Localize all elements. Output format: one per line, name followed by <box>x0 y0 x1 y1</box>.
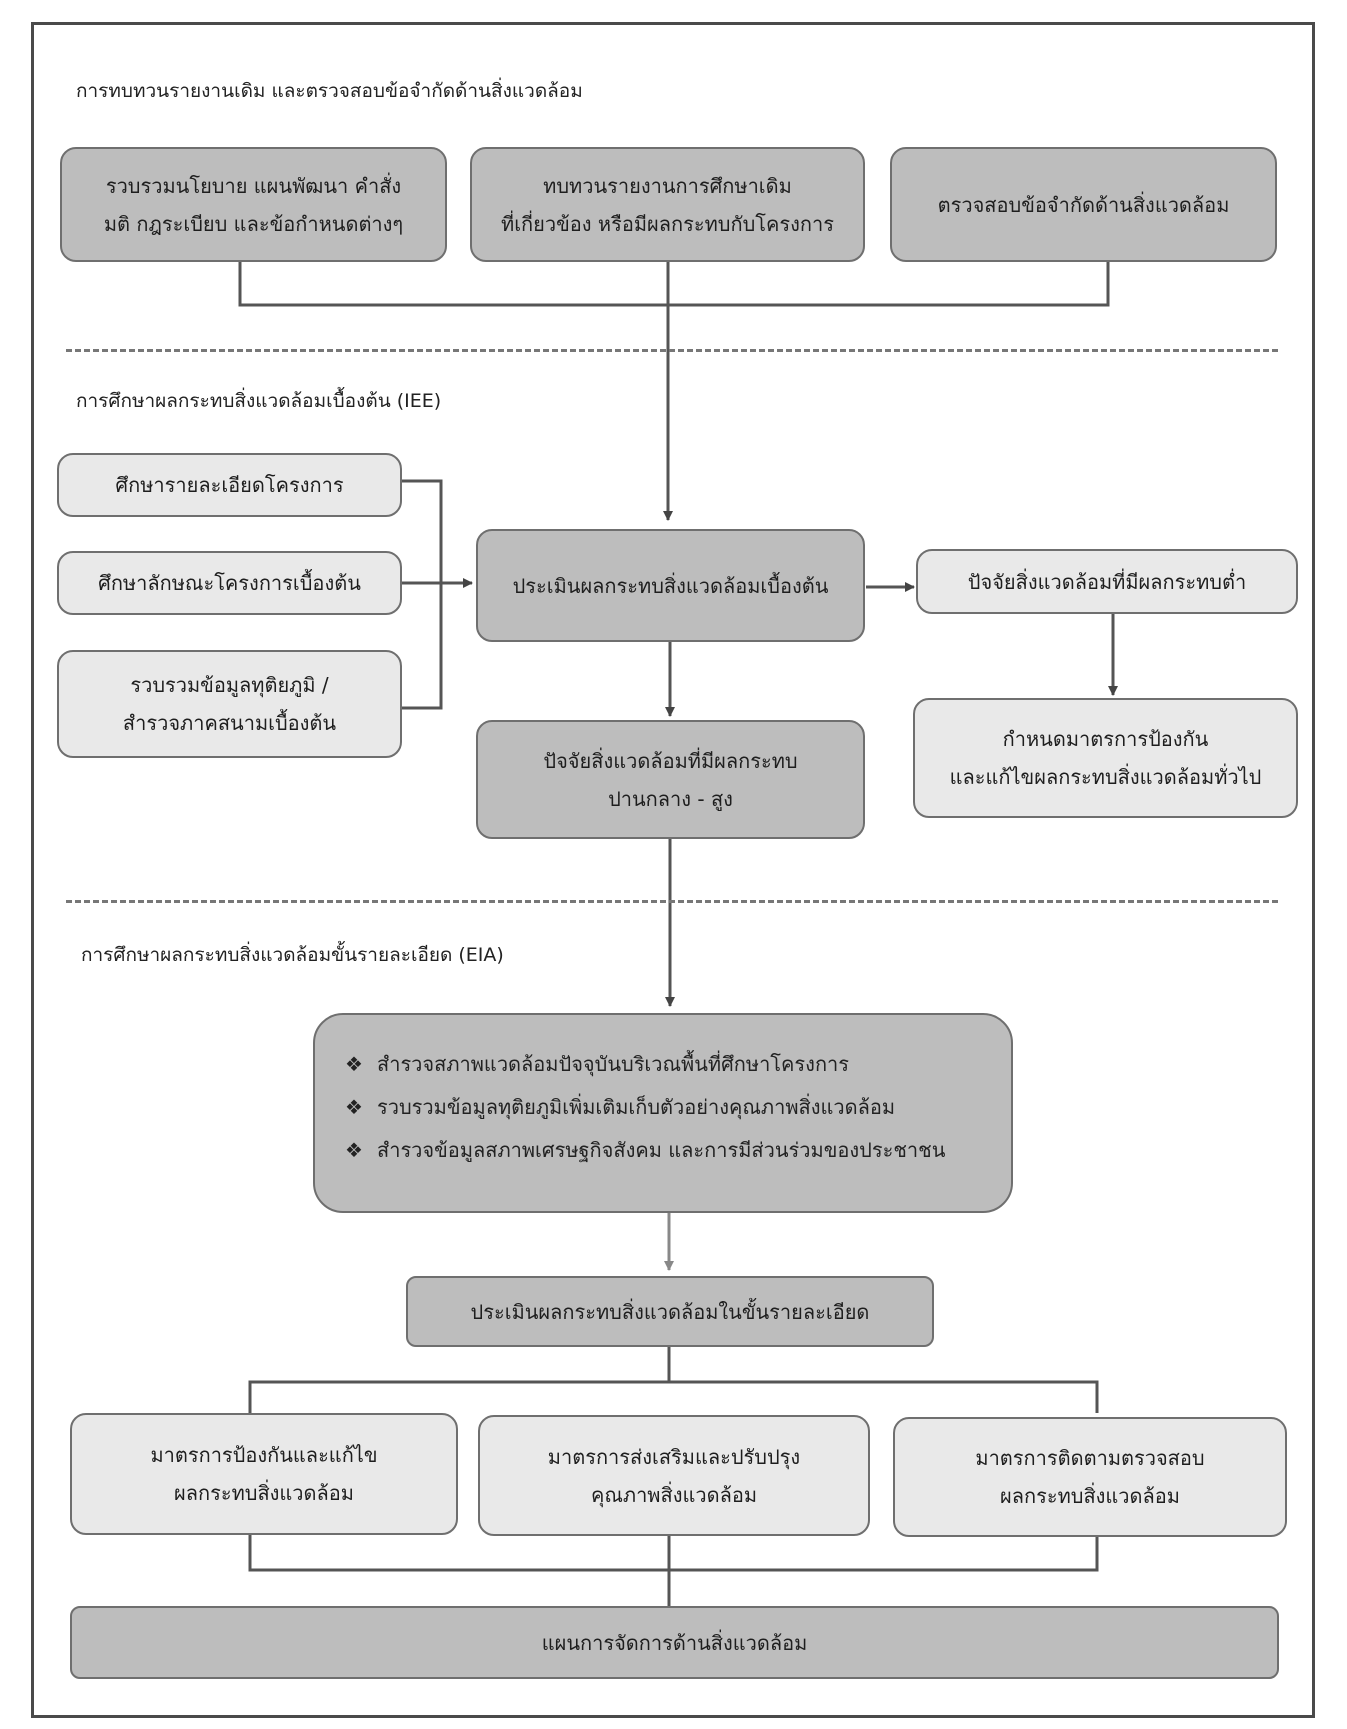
iee-assessment-line-1: ประเมินผลกระทบสิ่งแวดล้อมเบื้องต้น <box>512 573 829 598</box>
monitoring-measures-line-2: ผลกระทบสิ่งแวดล้อม <box>1000 1484 1180 1508</box>
eia-activity-text: รวบรวมข้อมูลทุติยภูมิเพิ่มเติมเก็บตัวอย่… <box>377 1095 896 1119</box>
general-measures-line-2: และแก้ไขผลกระทบสิ่งแวดล้อมทั่วไป <box>949 765 1262 789</box>
secondary-data-line-2: สำรวจภาคสนามเบื้องต้น <box>122 711 337 735</box>
project-details-box: ศึกษารายละเอียดโครงการ <box>57 453 402 517</box>
eia-assessment-line-1: ประเมินผลกระทบสิ่งแวดล้อมในขั้นรายละเอีย… <box>470 1299 870 1324</box>
prior-reports-line-2: ที่เกี่ยวข้อง หรือมีผลกระทบกับโครงการ <box>501 211 834 236</box>
iee-assessment-box: ประเมินผลกระทบสิ่งแวดล้อมเบื้องต้น <box>476 529 865 642</box>
constraints-box: ตรวจสอบข้อจำกัดด้านสิ่งแวดล้อม <box>890 147 1277 262</box>
policy-line-2: มติ กฎระเบียบ และข้อกำหนดต่างๆ <box>103 211 404 236</box>
measures-bottom-bracket-line <box>248 1535 1099 1572</box>
policy-line-1: รวบรวมนโยบาย แผนพัฒนา คำสั่ง <box>105 173 402 198</box>
diamond-bullet-icon: ❖ <box>345 1052 363 1076</box>
measures-top-bracket-line <box>248 1380 1099 1413</box>
eia-activity-item: ❖ สำรวจสภาพแวดล้อมปัจจุบันบริเวณพื้นที่ศ… <box>345 1043 981 1086</box>
prior-reports-box: ทบทวนรายงานการศึกษาเดิม ที่เกี่ยวข้อง หร… <box>470 147 865 262</box>
section-divider-1 <box>66 349 1278 352</box>
policy-box: รวบรวมนโยบาย แผนพัฒนา คำสั่ง มติ กฎระเบี… <box>60 147 447 262</box>
enhancement-measures-box: มาตรการส่งเสริมและปรับปรุง คุณภาพสิ่งแวด… <box>478 1415 870 1536</box>
low-impact-box: ปัจจัยสิ่งแวดล้อมที่มีผลกระทบต่ำ <box>916 549 1298 614</box>
eia-activity-item: ❖ รวบรวมข้อมูลทุติยภูมิเพิ่มเติมเก็บตัวอ… <box>345 1086 981 1129</box>
diagram-frame <box>31 22 1315 1718</box>
secondary-data-box: รวบรวมข้อมูลทุติยภูมิ / สำรวจภาคสนามเบื้… <box>57 650 402 758</box>
management-plan-box: แผนการจัดการด้านสิ่งแวดล้อม <box>70 1606 1279 1679</box>
section-title-eia: การศึกษาผลกระทบสิ่งแวดล้อมขั้นรายละเอียด… <box>81 944 504 966</box>
enhancement-measures-line-1: มาตรการส่งเสริมและปรับปรุง <box>547 1444 801 1469</box>
secondary-data-line-1: รวบรวมข้อมูลทุติยภูมิ / <box>130 673 329 697</box>
eia-activity-text: สำรวจสภาพแวดล้อมปัจจุบันบริเวณพื้นที่ศึก… <box>377 1052 850 1076</box>
eia-activity-item: ❖ สำรวจข้อมูลสภาพเศรษฐกิจสังคม และการมีส… <box>345 1129 981 1172</box>
constraints-line-1: ตรวจสอบข้อจำกัดด้านสิ่งแวดล้อม <box>937 192 1230 217</box>
medium-high-impact-line-2: ปานกลาง - สูง <box>608 786 733 811</box>
monitoring-measures-box: มาตรการติดตามตรวจสอบ ผลกระทบสิ่งแวดล้อม <box>893 1417 1287 1537</box>
general-measures-box: กำหนดมาตรการป้องกัน และแก้ไขผลกระทบสิ่งแ… <box>913 698 1298 818</box>
diamond-bullet-icon: ❖ <box>345 1095 363 1119</box>
general-measures-line-1: กำหนดมาตรการป้องกัน <box>1002 727 1209 751</box>
medium-high-impact-box: ปัจจัยสิ่งแวดล้อมที่มีผลกระทบ ปานกลาง - … <box>476 720 865 839</box>
section-title-review: การทบทวนรายงานเดิม และตรวจสอบข้อจำกัดด้า… <box>76 80 583 102</box>
enhancement-measures-line-2: คุณภาพสิ่งแวดล้อม <box>590 1482 758 1507</box>
prevention-measures-box: มาตรการป้องกันและแก้ไข ผลกระทบสิ่งแวดล้อ… <box>70 1413 458 1535</box>
diamond-bullet-icon: ❖ <box>345 1138 363 1162</box>
medium-high-impact-line-1: ปัจจัยสิ่งแวดล้อมที่มีผลกระทบ <box>543 748 798 773</box>
low-impact-line-1: ปัจจัยสิ่งแวดล้อมที่มีผลกระทบต่ำ <box>967 569 1247 594</box>
project-characteristics-line-1: ศึกษาลักษณะโครงการเบื้องต้น <box>98 571 361 595</box>
management-plan-line-1: แผนการจัดการด้านสิ่งแวดล้อม <box>541 1630 808 1655</box>
monitoring-measures-line-1: มาตรการติดตามตรวจสอบ <box>975 1446 1205 1470</box>
project-characteristics-box: ศึกษาลักษณะโครงการเบื้องต้น <box>57 551 402 615</box>
prior-reports-line-1: ทบทวนรายงานการศึกษาเดิม <box>543 173 792 198</box>
project-details-line-1: ศึกษารายละเอียดโครงการ <box>115 473 344 497</box>
section-divider-2 <box>66 900 1278 903</box>
eia-activity-text: สำรวจข้อมูลสภาพเศรษฐกิจสังคม และการมีส่ว… <box>377 1138 946 1162</box>
inputs-bracket-line <box>402 479 443 710</box>
eia-activities-box: ❖ สำรวจสภาพแวดล้อมปัจจุบันบริเวณพื้นที่ศ… <box>313 1013 1013 1213</box>
section-title-iee: การศึกษาผลกระทบสิ่งแวดล้อมเบื้องต้น (IEE… <box>76 390 442 412</box>
prevention-measures-line-1: มาตรการป้องกันและแก้ไข <box>150 1443 378 1467</box>
review-bracket-line <box>238 262 1110 307</box>
prevention-measures-line-2: ผลกระทบสิ่งแวดล้อม <box>174 1481 354 1505</box>
eia-assessment-box: ประเมินผลกระทบสิ่งแวดล้อมในขั้นรายละเอีย… <box>406 1276 934 1347</box>
